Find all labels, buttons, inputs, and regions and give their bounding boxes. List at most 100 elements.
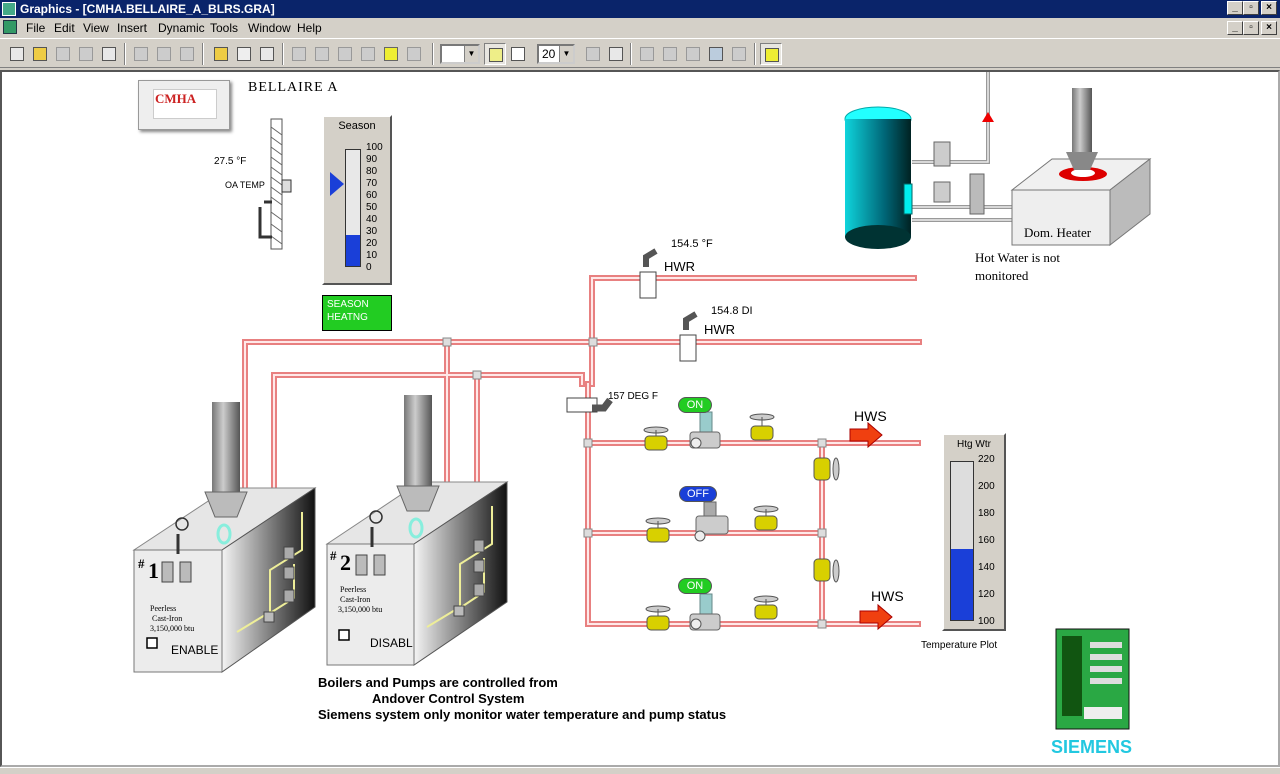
- object-icon[interactable]: [334, 43, 356, 65]
- hot-water-note-line2: monitored: [975, 268, 1029, 283]
- oa-temp-label: OA TEMP: [225, 180, 265, 190]
- htg-tick-label: 200: [978, 481, 995, 492]
- title-bar: Graphics - [CMHA.BELLAIRE_A_BLRS.GRA] _ …: [0, 0, 1280, 18]
- season-tick-label: 80: [366, 166, 378, 177]
- maximize-button[interactable]: ▫: [1243, 1, 1259, 15]
- hws-arrow-2: [859, 603, 893, 631]
- tool-icon[interactable]: [728, 43, 750, 65]
- season-tick-label: 20: [366, 238, 378, 249]
- back-icon[interactable]: [380, 43, 402, 65]
- oa-temp-value: 27.5 °F: [214, 156, 247, 167]
- boiler-1-type: Cast-Iron: [152, 614, 183, 623]
- layer-select[interactable]: ▼: [440, 44, 480, 64]
- bulb-icon[interactable]: [760, 43, 782, 65]
- boiler-1-number: 1: [148, 558, 159, 583]
- menu-tools[interactable]: Tools: [210, 21, 239, 35]
- hwr-sensor-1-value: 154.5 °F: [671, 238, 713, 250]
- child-restore-button[interactable]: ▫: [1243, 21, 1259, 35]
- cut-icon[interactable]: [130, 43, 152, 65]
- select-icon[interactable]: [484, 43, 506, 65]
- print-icon[interactable]: [98, 43, 120, 65]
- tree-icon[interactable]: [705, 43, 727, 65]
- season-tick-label: 60: [366, 190, 378, 201]
- menu-file[interactable]: File: [26, 21, 46, 35]
- temperature-plot-link[interactable]: Temperature Plot: [921, 640, 998, 651]
- dom-heater-label: Dom. Heater: [1024, 225, 1092, 240]
- boiler-1-state: ENABLE: [171, 643, 219, 657]
- season-tick-label: 0: [366, 262, 372, 273]
- pump-3-status: ON: [678, 578, 712, 594]
- htg-tick-label: 180: [978, 508, 995, 519]
- season-status-line1: SEASON: [327, 299, 369, 310]
- home-icon[interactable]: [233, 43, 255, 65]
- check-icon[interactable]: [659, 43, 681, 65]
- tool-icon[interactable]: [682, 43, 704, 65]
- key-icon[interactable]: [75, 43, 97, 65]
- app-icon: [2, 2, 16, 16]
- forward-icon[interactable]: [403, 43, 425, 65]
- supply-sensor-value: 157 DEG F: [608, 391, 659, 402]
- grid-size-select[interactable]: 20▼: [537, 44, 575, 64]
- hwr-sensor-2-label: HWR: [704, 322, 736, 337]
- new-icon[interactable]: [6, 43, 28, 65]
- boiler-2-type: Cast-Iron: [340, 595, 371, 604]
- network-icon[interactable]: [256, 43, 278, 65]
- season-tick-label: 70: [366, 178, 378, 189]
- open-folder-icon[interactable]: [210, 43, 232, 65]
- save-icon[interactable]: [52, 43, 74, 65]
- hws-arrow-1: [849, 421, 883, 449]
- htg-gauge-title: Htg Wtr: [957, 439, 991, 450]
- child-close-button[interactable]: ×: [1261, 21, 1277, 35]
- menu-edit[interactable]: Edit: [54, 21, 75, 35]
- boiler-2-number: 2: [340, 550, 351, 575]
- object-icon[interactable]: [311, 43, 333, 65]
- menu-bar: File Edit View Insert Dynamic Tools Wind…: [0, 18, 1280, 38]
- season-tick-label: 50: [366, 202, 378, 213]
- child-minimize-button[interactable]: _: [1227, 21, 1243, 35]
- properties-icon[interactable]: [636, 43, 658, 65]
- season-tick-label: 10: [366, 250, 378, 261]
- boiler-1-maker: Peerless: [150, 604, 177, 613]
- siemens-logo: SIEMENS: [1051, 737, 1133, 757]
- menu-window[interactable]: Window: [248, 21, 291, 35]
- menu-view[interactable]: View: [83, 21, 109, 35]
- pump-3: [689, 593, 721, 631]
- copy-icon[interactable]: [153, 43, 175, 65]
- pump-1: [689, 411, 721, 449]
- pump-2-status: OFF: [679, 486, 717, 502]
- object-icon[interactable]: [357, 43, 379, 65]
- season-tick-label: 90: [366, 154, 378, 165]
- season-tick-label: 40: [366, 214, 378, 225]
- domestic-water-pipes: [912, 72, 1012, 222]
- menu-insert[interactable]: Insert: [117, 21, 148, 35]
- supply-sensor: [566, 397, 613, 413]
- object-icon[interactable]: [288, 43, 310, 65]
- season-gauge-tube: [345, 149, 361, 267]
- hws-label-1: HWS: [854, 408, 887, 424]
- graphic-canvas: CMHA BELLAIRE A 27.5 °F OA TEMP Season 1…: [0, 70, 1280, 767]
- minimize-button[interactable]: _: [1227, 1, 1243, 15]
- boiler-2-maker: Peerless: [340, 585, 367, 594]
- boiler-2: [325, 395, 509, 666]
- boiler-2-rating: 3,150,000 btu: [338, 605, 383, 614]
- menu-help[interactable]: Help: [297, 21, 322, 35]
- open-icon[interactable]: [29, 43, 51, 65]
- tool-icon[interactable]: [582, 43, 604, 65]
- cmha-logo: CMHA: [138, 80, 230, 130]
- domestic-heater: [1010, 88, 1152, 247]
- boiler-1-hash: #: [138, 556, 145, 571]
- tool-icon[interactable]: [605, 43, 627, 65]
- outside-air-sensor: [258, 118, 292, 250]
- close-button[interactable]: ×: [1261, 1, 1277, 15]
- season-gauge-fill: [346, 234, 360, 266]
- season-tick-label: 100: [366, 142, 383, 153]
- paste-icon[interactable]: [176, 43, 198, 65]
- menu-dynamic[interactable]: Dynamic: [158, 21, 205, 35]
- grid-icon[interactable]: [507, 43, 529, 65]
- document-icon[interactable]: [3, 20, 17, 34]
- season-tick-label: 30: [366, 226, 378, 237]
- hwr-sensor-2: [679, 311, 698, 362]
